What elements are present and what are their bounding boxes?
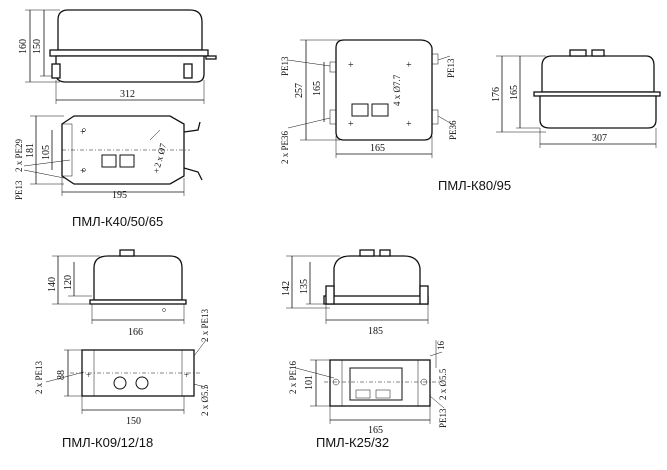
k09-plan-view: + + <box>45 339 209 414</box>
k09-plan-width: 150 <box>126 416 141 427</box>
k40-plan-width-outer: 181 <box>25 143 36 158</box>
k80-side-height-inner: 165 <box>509 85 520 100</box>
k09-gland-right-top: 2 х РЕ13 <box>200 308 210 342</box>
k25-plan-offset: 16 <box>436 341 446 351</box>
k09-caption: ПМЛ-К09/12/18 <box>62 435 153 450</box>
k40-top-height-outer: 160 <box>18 39 29 54</box>
k40-side-view <box>25 9 217 104</box>
k80-group: + + + + 257 165 4 х Ø7.7 165 РЕ13 2 х РЕ… <box>280 39 661 193</box>
svg-text:+: + <box>184 370 189 380</box>
k40-group: 160 150 312 + + + 181 <box>14 9 217 229</box>
k40-top-height-inner: 150 <box>32 39 43 54</box>
k25-plan-width: 165 <box>368 425 383 436</box>
k09-side-view <box>52 249 187 324</box>
k80-side-view <box>496 49 661 148</box>
k80-gland-right-bottom: РЕ36 <box>448 120 458 140</box>
k40-top-width: 312 <box>120 89 135 100</box>
k09-side-height-outer: 140 <box>47 277 58 292</box>
k80-plan-width: 165 <box>370 143 385 154</box>
k80-gland-left-top: РЕ13 <box>280 56 290 76</box>
svg-text:+: + <box>348 60 354 71</box>
k09-plan-height: 88 <box>56 370 67 380</box>
k80-gland-left-bottom: 2 х РЕ36 <box>280 130 290 164</box>
k25-side-height-outer: 142 <box>281 281 292 296</box>
k25-side-width: 185 <box>368 326 383 337</box>
svg-text:+: + <box>348 119 354 130</box>
k40-plan-view: + + + <box>23 115 203 196</box>
k80-plan-height-outer: 257 <box>294 83 305 98</box>
k80-holes: 4 х Ø7.7 <box>392 74 402 106</box>
k09-holes: 2 х Ø5.5 <box>200 384 210 416</box>
svg-text:+: + <box>406 119 412 130</box>
k40-gland-left-bottom: РЕ13 <box>14 180 24 200</box>
k25-holes: 2 х Ø5.5 <box>438 368 448 400</box>
k80-plan-view: + + + + <box>287 39 453 158</box>
k25-caption: ПМЛ-К25/32 <box>316 435 389 450</box>
k25-gland-left: 2 х РЕ16 <box>288 360 298 394</box>
k09-group: 140 120 166 + + 88 150 2 х РЕ13 2 х РЕ13… <box>34 249 210 450</box>
k25-gland-right-bottom: РЕ13 <box>438 408 448 428</box>
svg-text:+: + <box>86 370 91 380</box>
k40-gland-left-top: 2 х РЕ29 <box>14 138 24 172</box>
k25-side-height-inner: 135 <box>299 279 310 294</box>
k80-side-width: 307 <box>592 133 607 144</box>
k09-side-height-inner: 120 <box>63 275 74 290</box>
k80-gland-right-top: РЕ13 <box>446 58 456 78</box>
svg-text:+: + <box>154 166 159 176</box>
k80-caption: ПМЛ-К80/95 <box>438 178 511 193</box>
k25-side-view <box>286 249 429 324</box>
k25-plan-view <box>295 340 445 424</box>
k25-plan-height: 101 <box>304 375 315 390</box>
k09-side-width: 166 <box>128 327 143 338</box>
svg-text:+: + <box>80 166 85 176</box>
svg-text:+: + <box>80 127 85 137</box>
k40-plan-length: 195 <box>112 190 127 201</box>
k40-plan-width-inner: 105 <box>41 145 52 160</box>
k80-plan-height-inner: 165 <box>312 81 323 96</box>
k80-side-height-outer: 176 <box>491 87 502 102</box>
svg-text:+: + <box>406 60 412 71</box>
k40-caption: ПМЛ-К40/50/65 <box>72 214 163 229</box>
k09-gland-left: 2 х РЕ13 <box>34 360 44 394</box>
k25-group: 142 135 185 101 165 16 2 х РЕ16 <box>281 249 448 450</box>
